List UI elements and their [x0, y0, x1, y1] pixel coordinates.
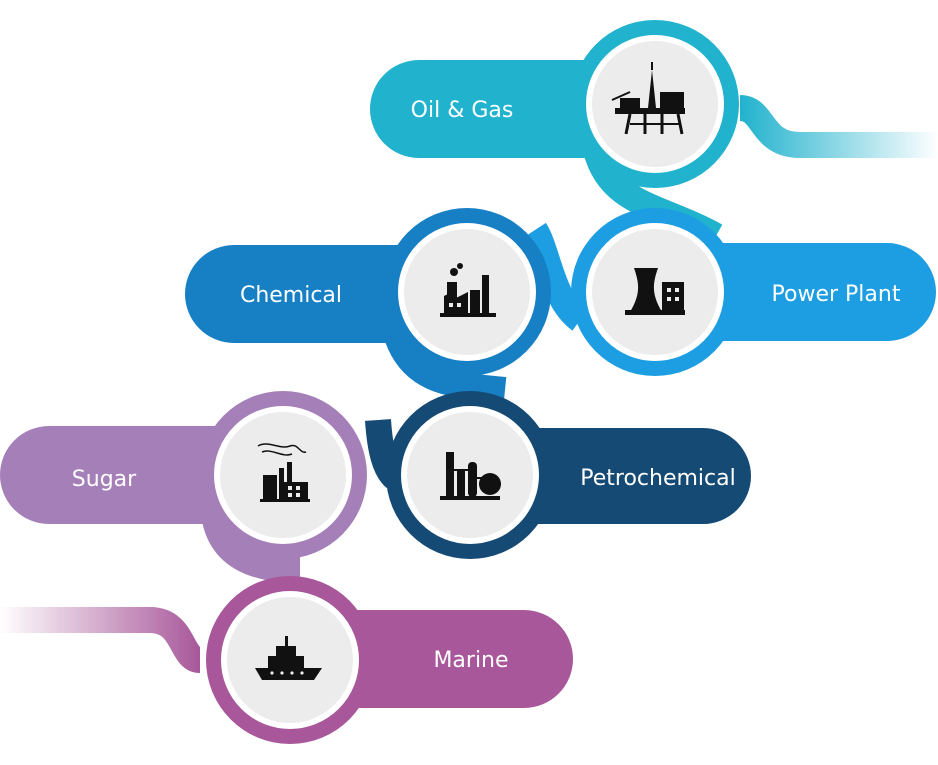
oil-rig-icon [611, 62, 685, 135]
sugar-to-marine-connector [202, 516, 301, 583]
ship-icon [255, 636, 322, 680]
label-petrochemical[interactable]: Petrochemical [580, 466, 735, 491]
label-sugar[interactable]: Sugar [72, 467, 137, 492]
inner-circles [214, 35, 724, 729]
power-plant-icon [625, 268, 685, 315]
connector-lines [0, 95, 938, 673]
labels: Oil & Gas Power Plant Chemical Petrochem… [72, 98, 901, 673]
power-plant-circle [586, 223, 724, 361]
chemical-factory-icon [440, 263, 496, 317]
oil-gas-tail [738, 95, 938, 158]
petrochemical-plant-icon [440, 452, 501, 500]
chemical-circle [398, 223, 536, 361]
label-chemical[interactable]: Chemical [240, 283, 342, 308]
sugar-factory-icon [257, 443, 310, 502]
label-power-plant[interactable]: Power Plant [772, 282, 901, 307]
label-oil-gas[interactable]: Oil & Gas [411, 98, 514, 123]
power-to-chemical-connector [523, 222, 589, 331]
marine-tail [0, 607, 203, 673]
chemical-to-petro-connector [382, 325, 507, 403]
label-marine[interactable]: Marine [433, 648, 508, 673]
